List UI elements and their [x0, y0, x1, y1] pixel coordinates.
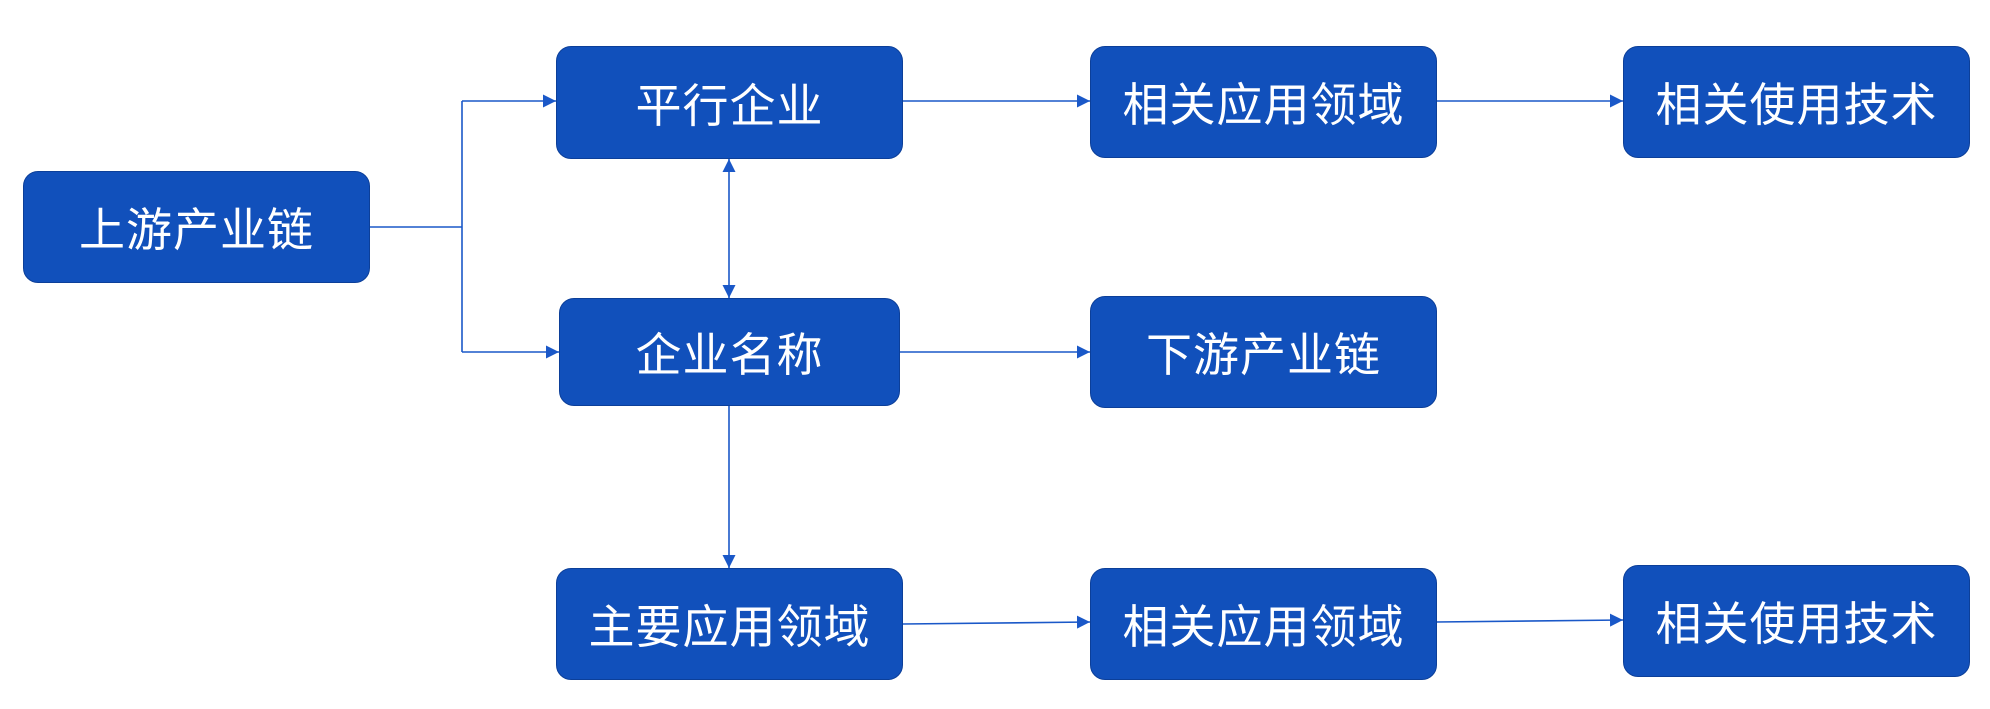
node-parallel-enterprise: 平行企业 [556, 46, 903, 159]
node-upstream-industry-chain: 上游产业链 [23, 171, 370, 283]
node-parallel-related-field: 相关应用领域 [1090, 46, 1437, 158]
node-parallel-related-tech: 相关使用技术 [1623, 46, 1970, 158]
node-main-application-field: 主要应用领域 [556, 568, 903, 680]
node-company-name: 企业名称 [559, 298, 900, 406]
node-downstream-industry-chain: 下游产业链 [1090, 296, 1437, 408]
node-related-application-field: 相关应用领域 [1090, 568, 1437, 680]
edge-related-field-to-tech [1435, 613, 1624, 627]
node-related-technology: 相关使用技术 [1623, 565, 1970, 677]
edge-main-field-to-related-field [902, 615, 1091, 629]
